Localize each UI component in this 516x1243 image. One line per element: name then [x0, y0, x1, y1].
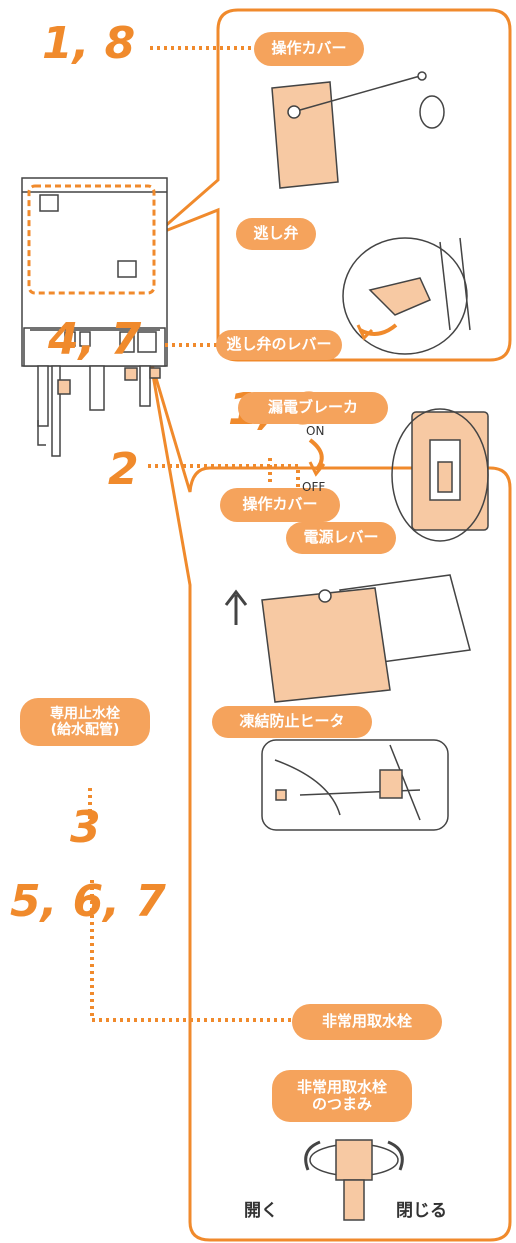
label-on: ON: [306, 424, 325, 438]
label-drain-knob-line2: のつまみ: [311, 1095, 372, 1113]
leader-lines: [88, 46, 300, 1022]
operation-cover-icon: [271, 71, 445, 189]
label-open: 開く: [244, 1201, 278, 1221]
step-number-breaker: 2: [108, 444, 139, 495]
label-close: 閉じる: [396, 1201, 447, 1221]
label-relief-valve: 逃し弁: [236, 218, 316, 250]
breaker-icon: [308, 408, 489, 542]
top-area-highlight: [27, 184, 156, 295]
label-stop-valve-line1: 専用止水栓: [50, 705, 120, 722]
drain-knob-icon: [304, 1139, 404, 1221]
step-number-drain-cock: 5, 6, 7: [10, 876, 166, 927]
label-stop-valve-line2: (給水配管): [50, 722, 120, 738]
label-stop-valve: 専用止水栓 (給水配管): [20, 698, 150, 746]
label-drain-knob-line1: 非常用取水栓: [296, 1077, 387, 1096]
freeze-heater-icon: [261, 739, 449, 831]
relief-valve-icon: [342, 237, 471, 355]
label-operation-cover-bottom: 操作カバー: [220, 488, 340, 522]
label-freeze-heater: 凍結防止ヒータ: [212, 706, 372, 738]
label-off: OFF: [302, 480, 326, 494]
step-number-relief-valve-lever: 4, 7: [48, 314, 142, 365]
label-operation-cover-top: 操作カバー: [254, 32, 364, 66]
label-power-lever: 電源レバー: [286, 522, 396, 554]
label-breaker: 漏電ブレーカ: [238, 392, 388, 424]
water-heater-unit: [21, 177, 168, 457]
label-relief-valve-lever: 逃し弁のレバー: [216, 330, 342, 360]
top-panel-frame: [154, 8, 512, 362]
label-drain-cock: 非常用取水栓: [292, 1004, 442, 1040]
cover-removal-icon: [224, 574, 471, 703]
step-number-operation-cover-top: 1, 8: [42, 18, 136, 69]
step-number-stop-valve: 3: [70, 802, 101, 853]
label-drain-knob: 非常用取水栓 のつまみ: [272, 1070, 412, 1122]
